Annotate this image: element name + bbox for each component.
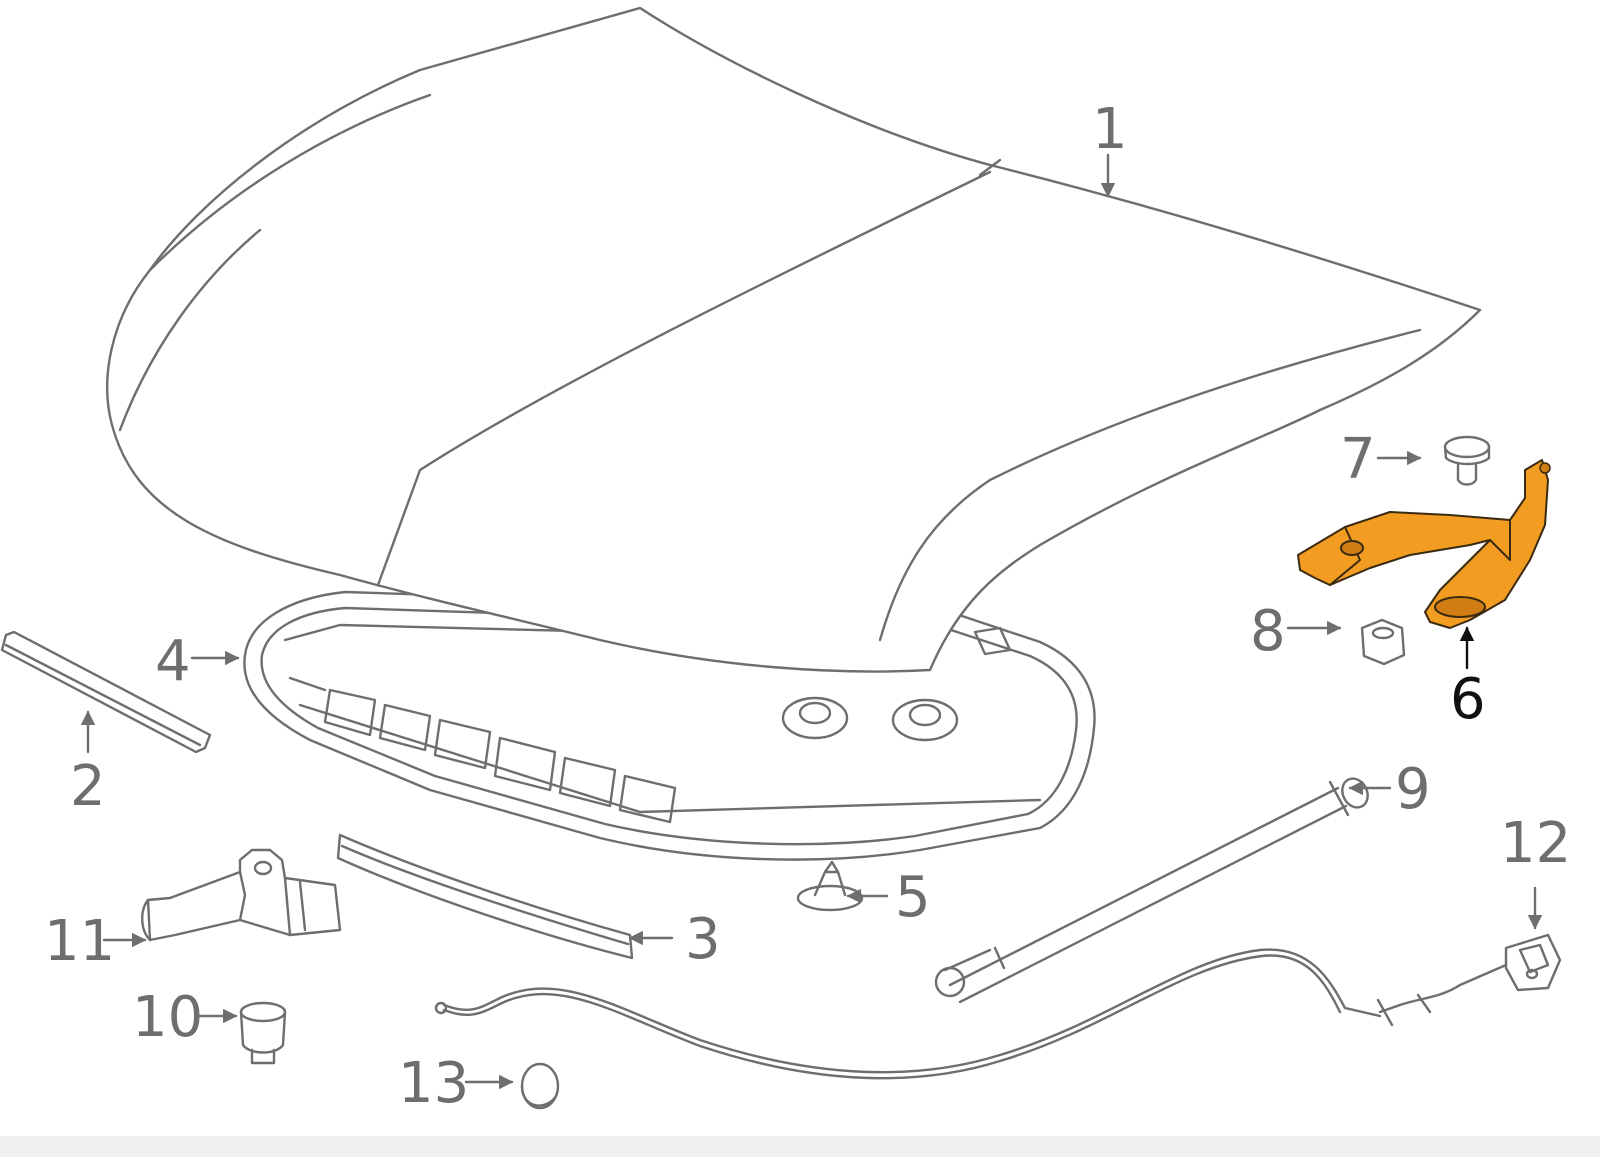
- release-cable: [434, 948, 1508, 1080]
- callout-11: 11: [44, 909, 115, 974]
- callout-6: 6: [1450, 667, 1486, 732]
- push-pin-clip: [796, 860, 864, 912]
- inner-panel-cutouts: [288, 676, 1042, 824]
- callout-12: 12: [1500, 811, 1571, 876]
- callout-4: 4: [155, 629, 191, 694]
- callout-3: 3: [685, 907, 721, 972]
- callout-labels: 1 2 3 4 5 6 7 8 9 10 11 12 13: [44, 97, 1571, 1116]
- hinge-bolt: [1443, 435, 1491, 486]
- release-handle: [1504, 933, 1562, 992]
- hood-inner-panel: [243, 590, 1096, 861]
- rear-seal-strip: [336, 833, 634, 960]
- inner-panel-bumpers: [781, 696, 959, 742]
- callout-13: 13: [398, 1051, 469, 1116]
- leader-lines: [80, 153, 1543, 1090]
- hood-bumper-stop: [239, 1001, 287, 1065]
- hinge-nut: [1360, 618, 1406, 666]
- callout-7: 7: [1340, 427, 1376, 492]
- callout-2: 2: [70, 754, 106, 819]
- hood-latch: [141, 848, 342, 942]
- callout-1: 1: [1092, 97, 1128, 162]
- callout-8: 8: [1250, 599, 1286, 664]
- hood-outer-panel: [106, 6, 1482, 673]
- front-seal-strip: [0, 630, 212, 754]
- callout-10: 10: [132, 985, 203, 1050]
- bottom-edge-bar: [0, 1136, 1600, 1157]
- callout-9: 9: [1395, 757, 1431, 822]
- callout-5: 5: [895, 865, 931, 930]
- hood-hinge-highlighted: [1297, 459, 1551, 629]
- cable-grommet: [520, 1062, 560, 1110]
